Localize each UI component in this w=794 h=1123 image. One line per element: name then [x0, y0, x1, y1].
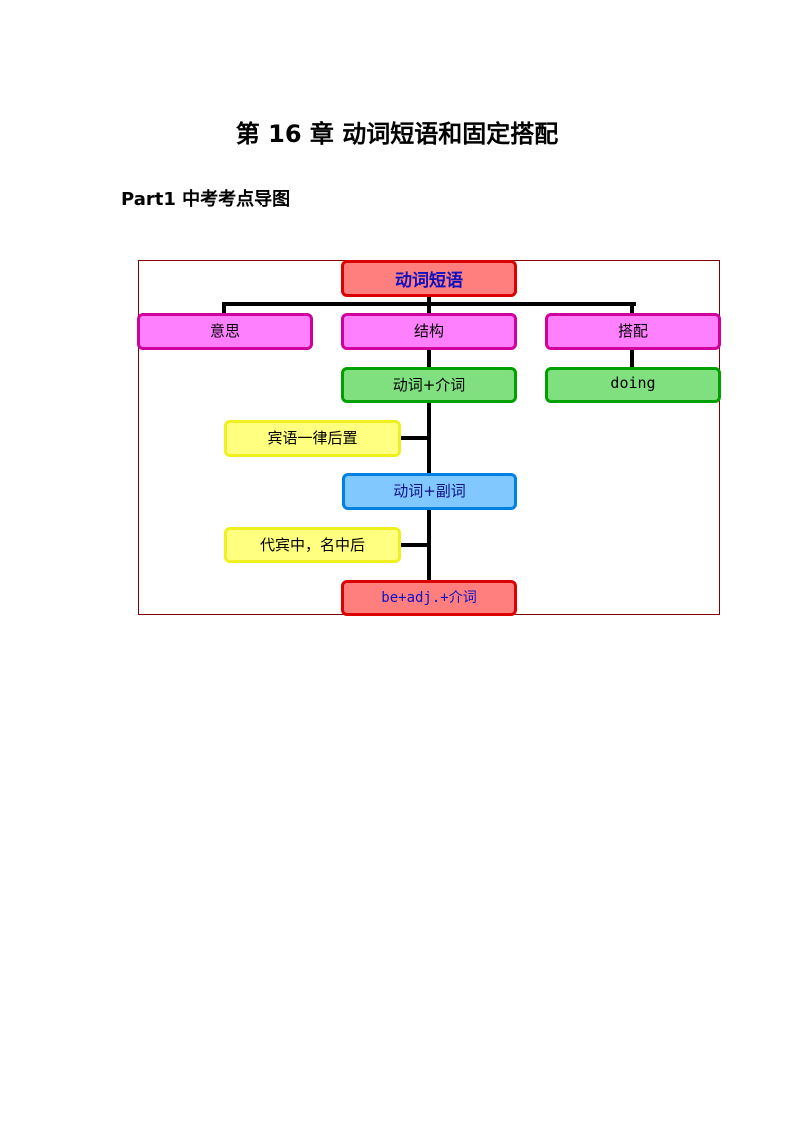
chapter-title: 第 16 章 动词短语和固定搭配 — [235, 120, 559, 148]
node-verb-adv: 动词+副词 — [342, 473, 517, 510]
connector-line — [400, 436, 431, 440]
node-verb-prep-note: 宾语一律后置 — [224, 420, 401, 457]
node-label: 结构 — [413, 322, 444, 340]
connector-line — [427, 302, 431, 314]
node-verb-prep: 动词+介词 — [341, 367, 517, 403]
node-label: doing — [610, 374, 656, 392]
node-label: 动词+副词 — [393, 482, 466, 500]
node-label: be+adj.+介词 — [381, 590, 477, 606]
node-label: 动词短语 — [395, 271, 463, 291]
node-doing: doing — [545, 367, 721, 403]
connector-line — [400, 543, 431, 547]
part-heading: Part1 中考考点导图 — [121, 189, 291, 210]
connector-line — [427, 349, 431, 368]
node-label: 动词+介词 — [392, 376, 466, 394]
connector-line — [222, 302, 226, 314]
node-root: 动词短语 — [341, 260, 517, 297]
connector-line — [630, 349, 634, 368]
node-verb-adv-note: 代宾中，名中后 — [224, 527, 401, 563]
node-label: 意思 — [209, 322, 240, 340]
node-label: 宾语一律后置 — [267, 429, 358, 447]
connector-line — [427, 296, 431, 305]
connector-line — [630, 302, 634, 314]
node-collocation: 搭配 — [545, 313, 721, 350]
node-meaning: 意思 — [137, 313, 313, 350]
node-structure: 结构 — [341, 313, 517, 350]
node-be-adj-prep: be+adj.+介词 — [341, 580, 517, 616]
node-label: 搭配 — [617, 322, 648, 340]
node-label: 代宾中，名中后 — [259, 536, 365, 554]
